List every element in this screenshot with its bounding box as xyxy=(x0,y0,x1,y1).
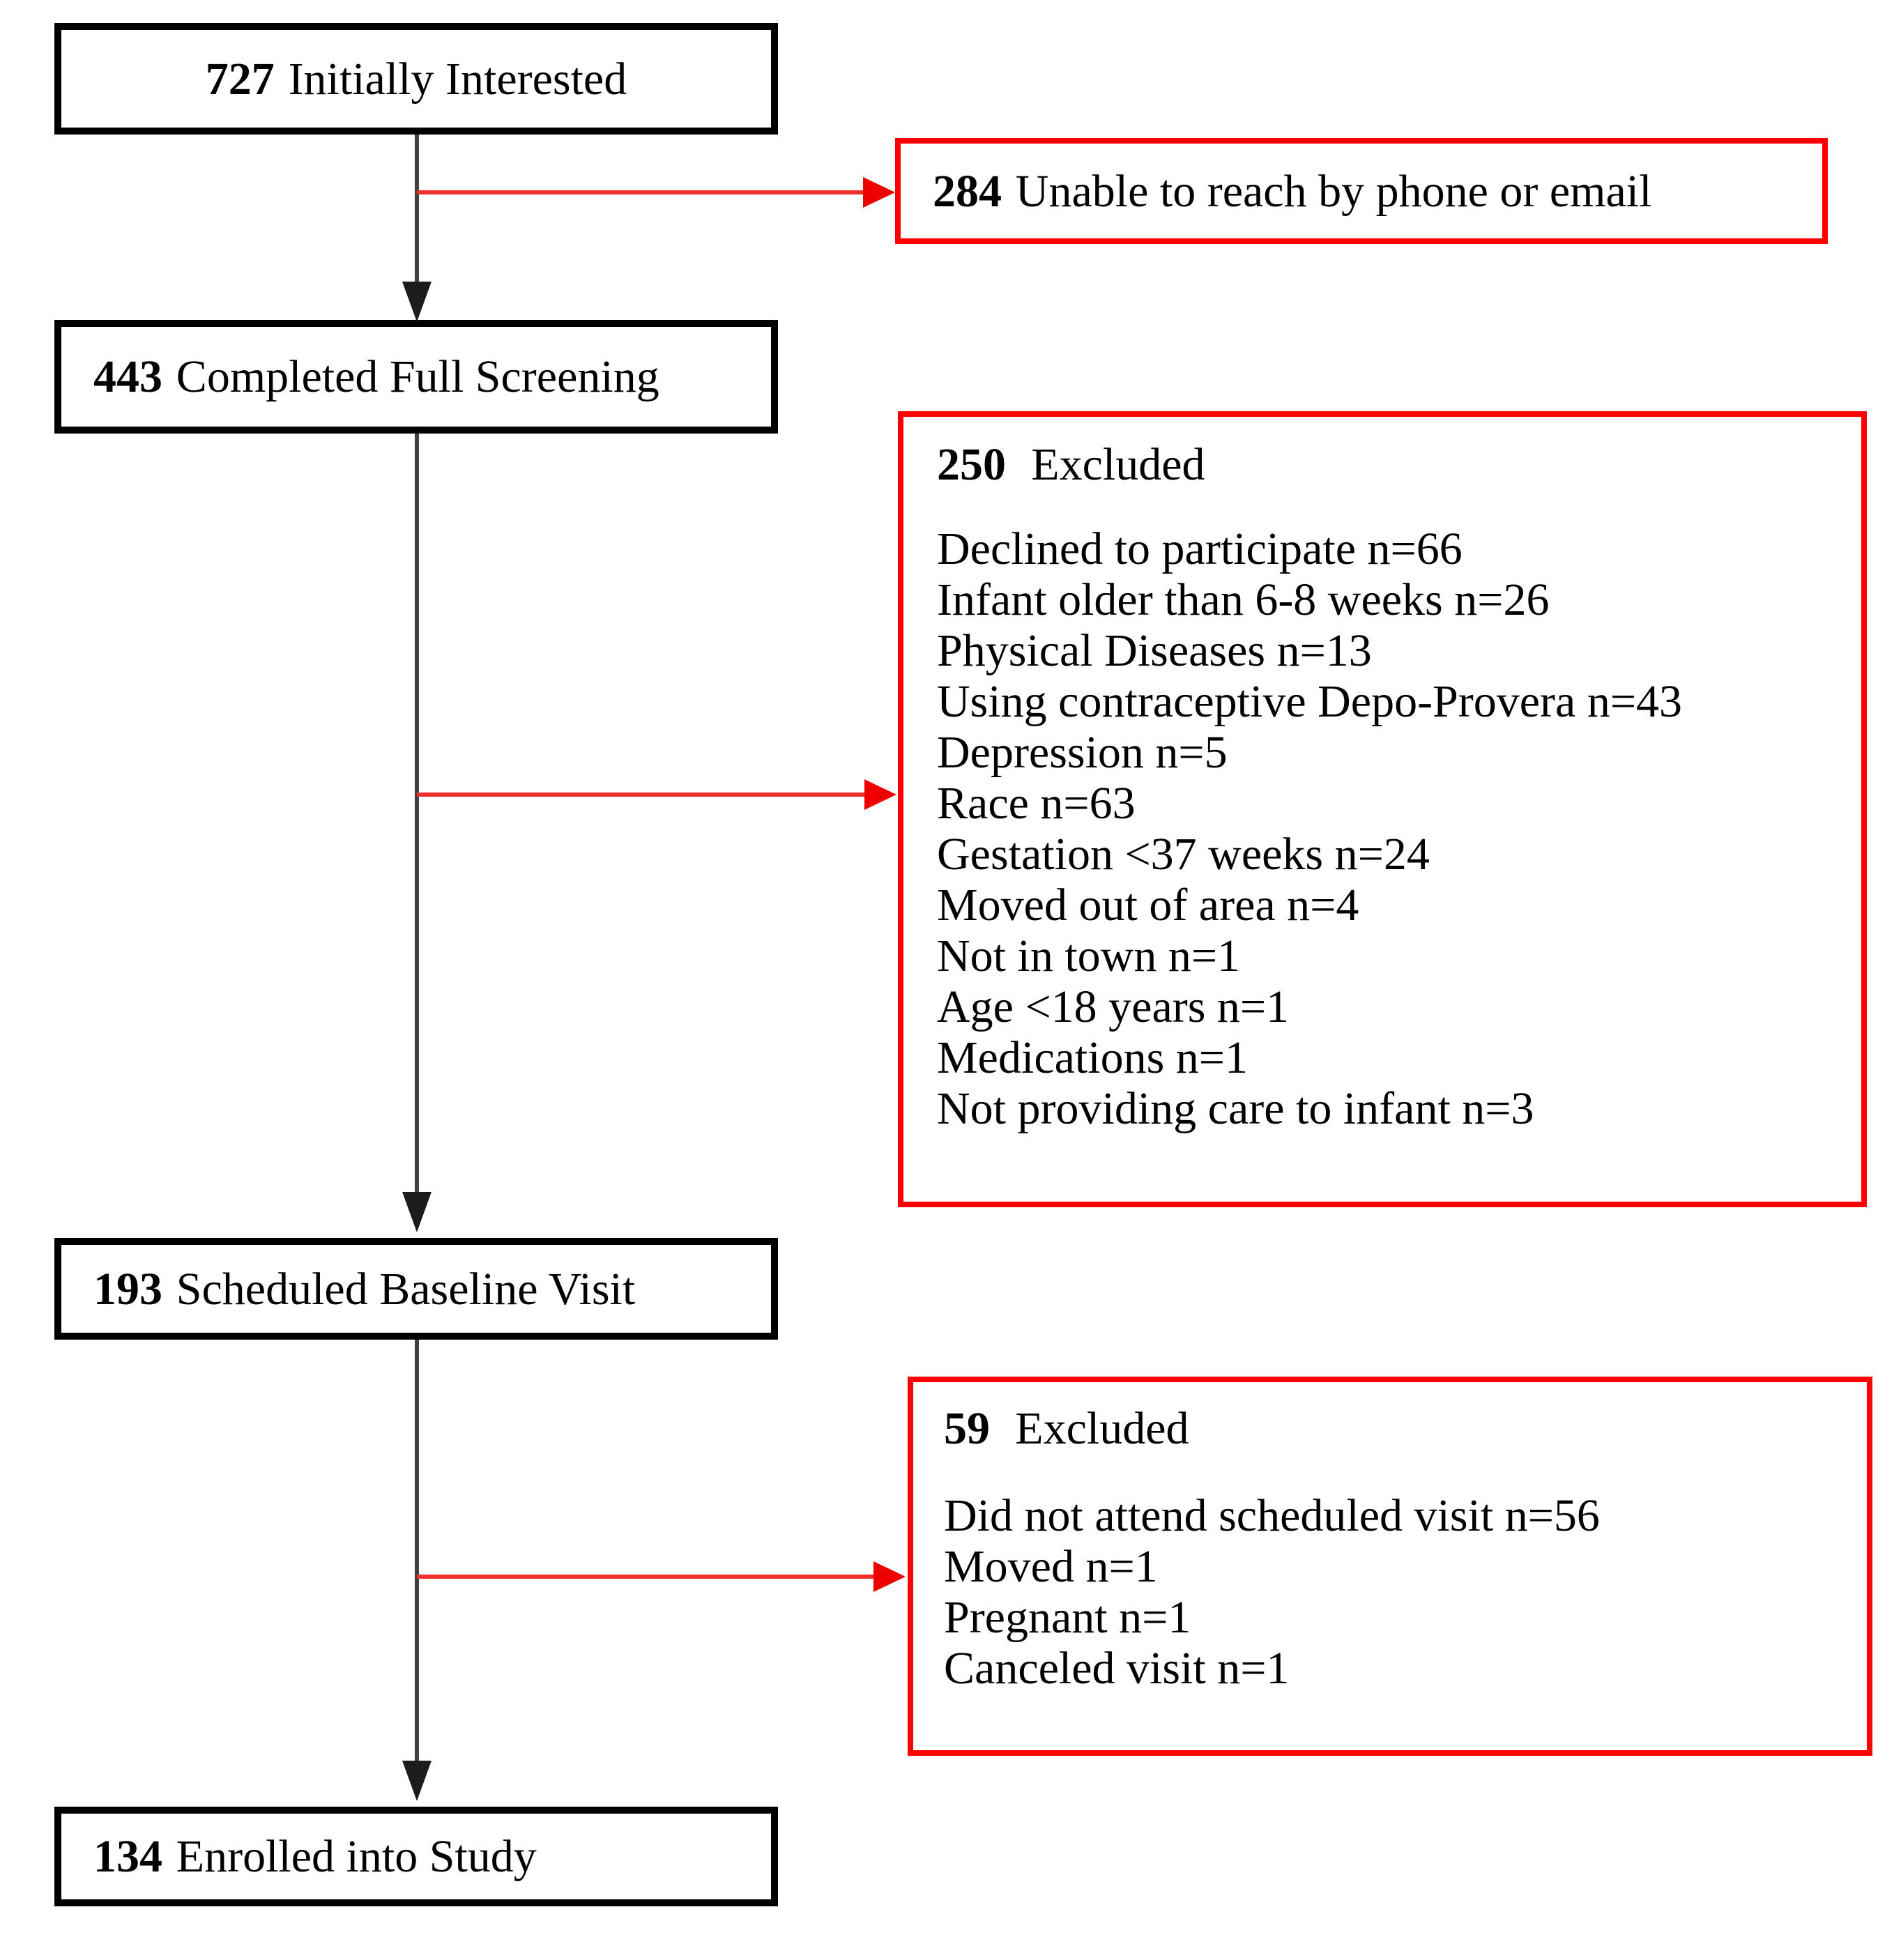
flow-box-enrolled-into-study: 134 Enrolled into Study xyxy=(54,1807,778,1906)
exclusion-item: Age <18 years n=1 xyxy=(937,981,1290,1032)
count-excluded-baseline: 59 xyxy=(944,1403,990,1454)
exclusion-arrow-line-2 xyxy=(417,793,864,797)
exclusion-item: Race n=63 xyxy=(937,778,1136,829)
exclusion-item: Infant older than 6-8 weeks n=26 xyxy=(937,574,1550,625)
arrow-right-icon xyxy=(863,177,895,208)
exclusion-item: Gestation <37 weeks n=24 xyxy=(937,829,1430,880)
spacer xyxy=(944,1454,1853,1490)
arrow-down-icon xyxy=(402,1761,432,1801)
exclusion-title: 250 Excluded xyxy=(937,439,1847,490)
label-completed-screening: Completed Full Screening xyxy=(176,351,659,402)
label-enrolled-into-study: Enrolled into Study xyxy=(176,1831,537,1882)
spacer xyxy=(937,490,1847,523)
count-completed-screening: 443 xyxy=(93,351,162,402)
exclusion-item: Depression n=5 xyxy=(937,727,1228,778)
exclusion-arrow-line-1 xyxy=(417,190,863,194)
arrow-right-icon xyxy=(873,1561,906,1592)
exclusion-item: Physical Diseases n=13 xyxy=(937,625,1372,676)
count-enrolled-into-study: 134 xyxy=(93,1831,162,1882)
exclusion-item: Did not attend scheduled visit n=56 xyxy=(944,1490,1600,1541)
exclusion-item: Not providing care to infant n=3 xyxy=(937,1083,1534,1134)
exclusion-item: Using contraceptive Depo-Provera n=43 xyxy=(937,676,1683,727)
flow-box-initially-interested: 727 Initially Interested xyxy=(54,23,778,135)
label-excluded-baseline: Excluded xyxy=(1015,1403,1189,1454)
count-initially-interested: 727 xyxy=(205,53,275,105)
connector-line-2 xyxy=(415,434,419,1192)
arrow-down-icon xyxy=(402,282,432,322)
exclusion-box-screening: 250 Excluded Declined to participate n=6… xyxy=(898,411,1867,1207)
count-excluded-screening: 250 xyxy=(937,439,1006,490)
connector-line-1 xyxy=(415,135,419,282)
connector-line-3 xyxy=(415,1340,419,1761)
exclusion-item: Moved out of area n=4 xyxy=(937,880,1359,931)
exclusion-item: Declined to participate n=66 xyxy=(937,523,1463,574)
arrow-down-icon xyxy=(402,1192,432,1232)
label-unreachable: Unable to reach by phone or email xyxy=(1015,165,1652,217)
label-excluded-screening: Excluded xyxy=(1031,439,1205,490)
exclusion-item: Moved n=1 xyxy=(944,1541,1158,1592)
arrow-right-icon xyxy=(864,779,896,810)
count-scheduled-baseline-visit: 193 xyxy=(93,1263,162,1315)
exclusion-item: Medications n=1 xyxy=(937,1032,1248,1083)
exclusion-box-unreachable: 284 Unable to reach by phone or email xyxy=(895,138,1828,244)
exclusion-item: Pregnant n=1 xyxy=(944,1592,1191,1643)
flow-box-completed-screening: 443 Completed Full Screening xyxy=(54,320,778,434)
exclusion-box-baseline: 59 Excluded Did not attend scheduled vis… xyxy=(908,1377,1872,1756)
exclusion-title: 59 Excluded xyxy=(944,1403,1853,1454)
count-unreachable: 284 xyxy=(933,165,1002,217)
exclusion-arrow-line-3 xyxy=(417,1575,873,1579)
flow-box-scheduled-baseline-visit: 193 Scheduled Baseline Visit xyxy=(54,1238,778,1340)
exclusion-item: Not in town n=1 xyxy=(937,931,1241,981)
exclusion-item: Canceled visit n=1 xyxy=(944,1643,1290,1694)
label-scheduled-baseline-visit: Scheduled Baseline Visit xyxy=(176,1263,636,1315)
label-initially-interested: Initially Interested xyxy=(288,53,627,105)
